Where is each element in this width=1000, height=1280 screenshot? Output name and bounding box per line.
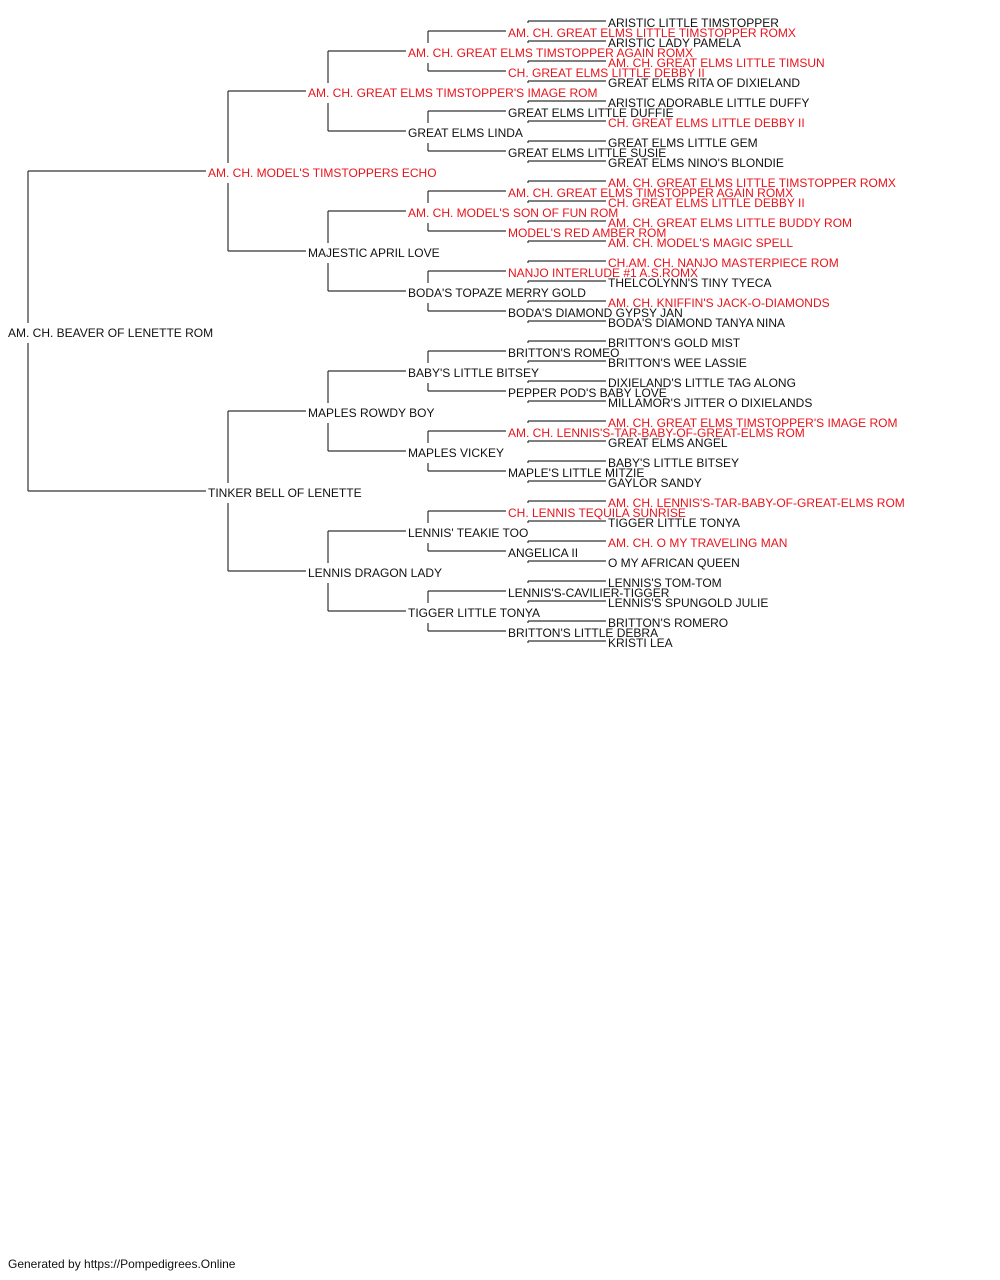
pedigree-name-am-ch-great-elms-timstopper-s-image-rom: AM. CH. GREAT ELMS TIMSTOPPER'S IMAGE RO…: [308, 86, 597, 100]
pedigree-name-am-ch-lennis-s-tar-baby-of-great-elms-rom: AM. CH. LENNIS'S-TAR-BABY-OF-GREAT-ELMS …: [508, 426, 805, 440]
pedigree-name-dixieland-s-little-tag-along: DIXIELAND'S LITTLE TAG ALONG: [608, 376, 796, 390]
pedigree-name-great-elms-little-gem: GREAT ELMS LITTLE GEM: [608, 136, 758, 150]
pedigree-name-maples-vickey: MAPLES VICKEY: [408, 446, 504, 460]
pedigree-name-tigger-little-tonya: TIGGER LITTLE TONYA: [608, 516, 740, 530]
pedigree-name-angelica-ii: ANGELICA II: [508, 546, 578, 560]
pedigree-name-majestic-april-love: MAJESTIC APRIL LOVE: [308, 246, 440, 260]
pedigree-name-aristic-adorable-little-duffy: ARISTIC ADORABLE LITTLE DUFFY: [608, 96, 809, 110]
pedigree-name-britton-s-little-debra: BRITTON'S LITTLE DEBRA: [508, 626, 658, 640]
pedigree-name-boda-s-topaze-merry-gold: BODA'S TOPAZE MERRY GOLD: [408, 286, 586, 300]
pedigree-name-am-ch-lennis-s-tar-baby-of-great-elms-rom: AM. CH. LENNIS'S-TAR-BABY-OF-GREAT-ELMS …: [608, 496, 905, 510]
pedigree-name-baby-s-little-bitsey: BABY'S LITTLE BITSEY: [608, 456, 739, 470]
pedigree-name-millamor-s-jitter-o-dixielands: MILLAMOR'S JITTER O DIXIELANDS: [608, 396, 812, 410]
pedigree-name-ch-am-ch-nanjo-masterpiece-rom: CH.AM. CH. NANJO MASTERPIECE ROM: [608, 256, 839, 270]
pedigree-name-o-my-african-queen: O MY AFRICAN QUEEN: [608, 556, 740, 570]
pedigree-name-great-elms-rita-of-dixieland: GREAT ELMS RITA OF DIXIELAND: [608, 76, 800, 90]
pedigree-name-am-ch-great-elms-little-timsun: AM. CH. GREAT ELMS LITTLE TIMSUN: [608, 56, 825, 70]
pedigree-name-am-ch-great-elms-timstopper-again-romx: AM. CH. GREAT ELMS TIMSTOPPER AGAIN ROMX: [408, 46, 693, 60]
pedigree-name-am-ch-great-elms-little-timstopper-romx: AM. CH. GREAT ELMS LITTLE TIMSTOPPER ROM…: [508, 26, 796, 40]
pedigree-name-am-ch-o-my-traveling-man: AM. CH. O MY TRAVELING MAN: [608, 536, 787, 550]
pedigree-name-am-ch-great-elms-little-timstopper-romx: AM. CH. GREAT ELMS LITTLE TIMSTOPPER ROM…: [608, 176, 896, 190]
pedigree-name-ch-great-elms-little-debby-ii: CH. GREAT ELMS LITTLE DEBBY II: [608, 196, 805, 210]
pedigree-name-great-elms-nino-s-blondie: GREAT ELMS NINO'S BLONDIE: [608, 156, 784, 170]
pedigree-name-am-ch-great-elms-timstopper-again-romx: AM. CH. GREAT ELMS TIMSTOPPER AGAIN ROMX: [508, 186, 793, 200]
pedigree-name-am-ch-great-elms-little-buddy-rom: AM. CH. GREAT ELMS LITTLE BUDDY ROM: [608, 216, 852, 230]
pedigree-name-nanjo-interlude-1-a-s-romx: NANJO INTERLUDE #1 A.S.ROMX: [508, 266, 698, 280]
pedigree-name-tinker-bell-of-lenette: TINKER BELL OF LENETTE: [208, 486, 362, 500]
pedigree-name-lennis-s-spungold-julie: LENNIS'S SPUNGOLD JULIE: [608, 596, 768, 610]
pedigree-name-lennis-teakie-too: LENNIS' TEAKIE TOO: [408, 526, 528, 540]
pedigree-name-boda-s-diamond-tanya-nina: BODA'S DIAMOND TANYA NINA: [608, 316, 785, 330]
pedigree-name-great-elms-linda: GREAT ELMS LINDA: [408, 126, 523, 140]
pedigree-name-baby-s-little-bitsey: BABY'S LITTLE BITSEY: [408, 366, 539, 380]
pedigree-name-gaylor-sandy: GAYLOR SANDY: [608, 476, 702, 490]
pedigree-name-ch-great-elms-little-debby-ii: CH. GREAT ELMS LITTLE DEBBY II: [508, 66, 705, 80]
pedigree-name-am-ch-model-s-magic-spell: AM. CH. MODEL'S MAGIC SPELL: [608, 236, 793, 250]
pedigree-name-ch-great-elms-little-debby-ii: CH. GREAT ELMS LITTLE DEBBY II: [608, 116, 805, 130]
pedigree-name-thelcolynn-s-tiny-tyeca: THELCOLYNN'S TINY TYECA: [608, 276, 771, 290]
pedigree-name-britton-s-gold-mist: BRITTON'S GOLD MIST: [608, 336, 741, 350]
pedigree-name-boda-s-diamond-gypsy-jan: BODA'S DIAMOND GYPSY JAN: [508, 306, 683, 320]
pedigree-name-am-ch-model-s-timstoppers-echo: AM. CH. MODEL'S TIMSTOPPERS ECHO: [208, 166, 437, 180]
pedigree-name-ch-lennis-tequila-sunrise: CH. LENNIS TEQUILA SUNRISE: [508, 506, 686, 520]
pedigree-name-lennis-dragon-lady: LENNIS DRAGON LADY: [308, 566, 442, 580]
pedigree-name-britton-s-romero: BRITTON'S ROMERO: [608, 616, 728, 630]
generated-by-footer: Generated by https://Pompedigrees.Online: [8, 1257, 236, 1271]
pedigree-name-aristic-little-timstopper: ARISTIC LITTLE TIMSTOPPER: [608, 16, 779, 30]
pedigree-name-aristic-lady-pamela: ARISTIC LADY PAMELA: [608, 36, 741, 50]
pedigree-name-lennis-s-cavilier-tigger: LENNIS'S-CAVILIER-TIGGER: [508, 586, 670, 600]
pedigree-name-tigger-little-tonya: TIGGER LITTLE TONYA: [408, 606, 540, 620]
pedigree-name-pepper-pod-s-baby-love: PEPPER POD'S BABY LOVE: [508, 386, 667, 400]
pedigree-name-am-ch-beaver-of-lenette-rom: AM. CH. BEAVER OF LENETTE ROM: [8, 326, 213, 340]
pedigree-name-am-ch-great-elms-timstopper-s-image-rom: AM. CH. GREAT ELMS TIMSTOPPER'S IMAGE RO…: [608, 416, 897, 430]
pedigree-name-model-s-red-amber-rom: MODEL'S RED AMBER ROM: [508, 226, 666, 240]
pedigree-name-britton-s-romeo: BRITTON'S ROMEO: [508, 346, 619, 360]
pedigree-name-kristi-lea: KRISTI LEA: [608, 636, 673, 650]
pedigree-connector-lines: [27, 20, 606, 643]
pedigree-name-am-ch-model-s-son-of-fun-rom: AM. CH. MODEL'S SON OF FUN ROM: [408, 206, 618, 220]
pedigree-name-lennis-s-tom-tom: LENNIS'S TOM-TOM: [608, 576, 722, 590]
pedigree-name-maples-rowdy-boy: MAPLES ROWDY BOY: [308, 406, 434, 420]
pedigree-name-britton-s-wee-lassie: BRITTON'S WEE LASSIE: [608, 356, 747, 370]
pedigree-name-maple-s-little-mitzie: MAPLE'S LITTLE MITZIE: [508, 466, 644, 480]
pedigree-name-great-elms-little-duffie: GREAT ELMS LITTLE DUFFIE: [508, 106, 674, 120]
pedigree-name-am-ch-kniffin-s-jack-o-diamonds: AM. CH. KNIFFIN'S JACK-O-DIAMONDS: [608, 296, 830, 310]
pedigree-name-great-elms-little-susie: GREAT ELMS LITTLE SUSIE: [508, 146, 666, 160]
pedigree-name-labels: AM. CH. BEAVER OF LENETTE ROM AM. CH. MOD…: [8, 16, 905, 650]
pedigree-name-great-elms-angel: GREAT ELMS ANGEL: [608, 436, 728, 450]
